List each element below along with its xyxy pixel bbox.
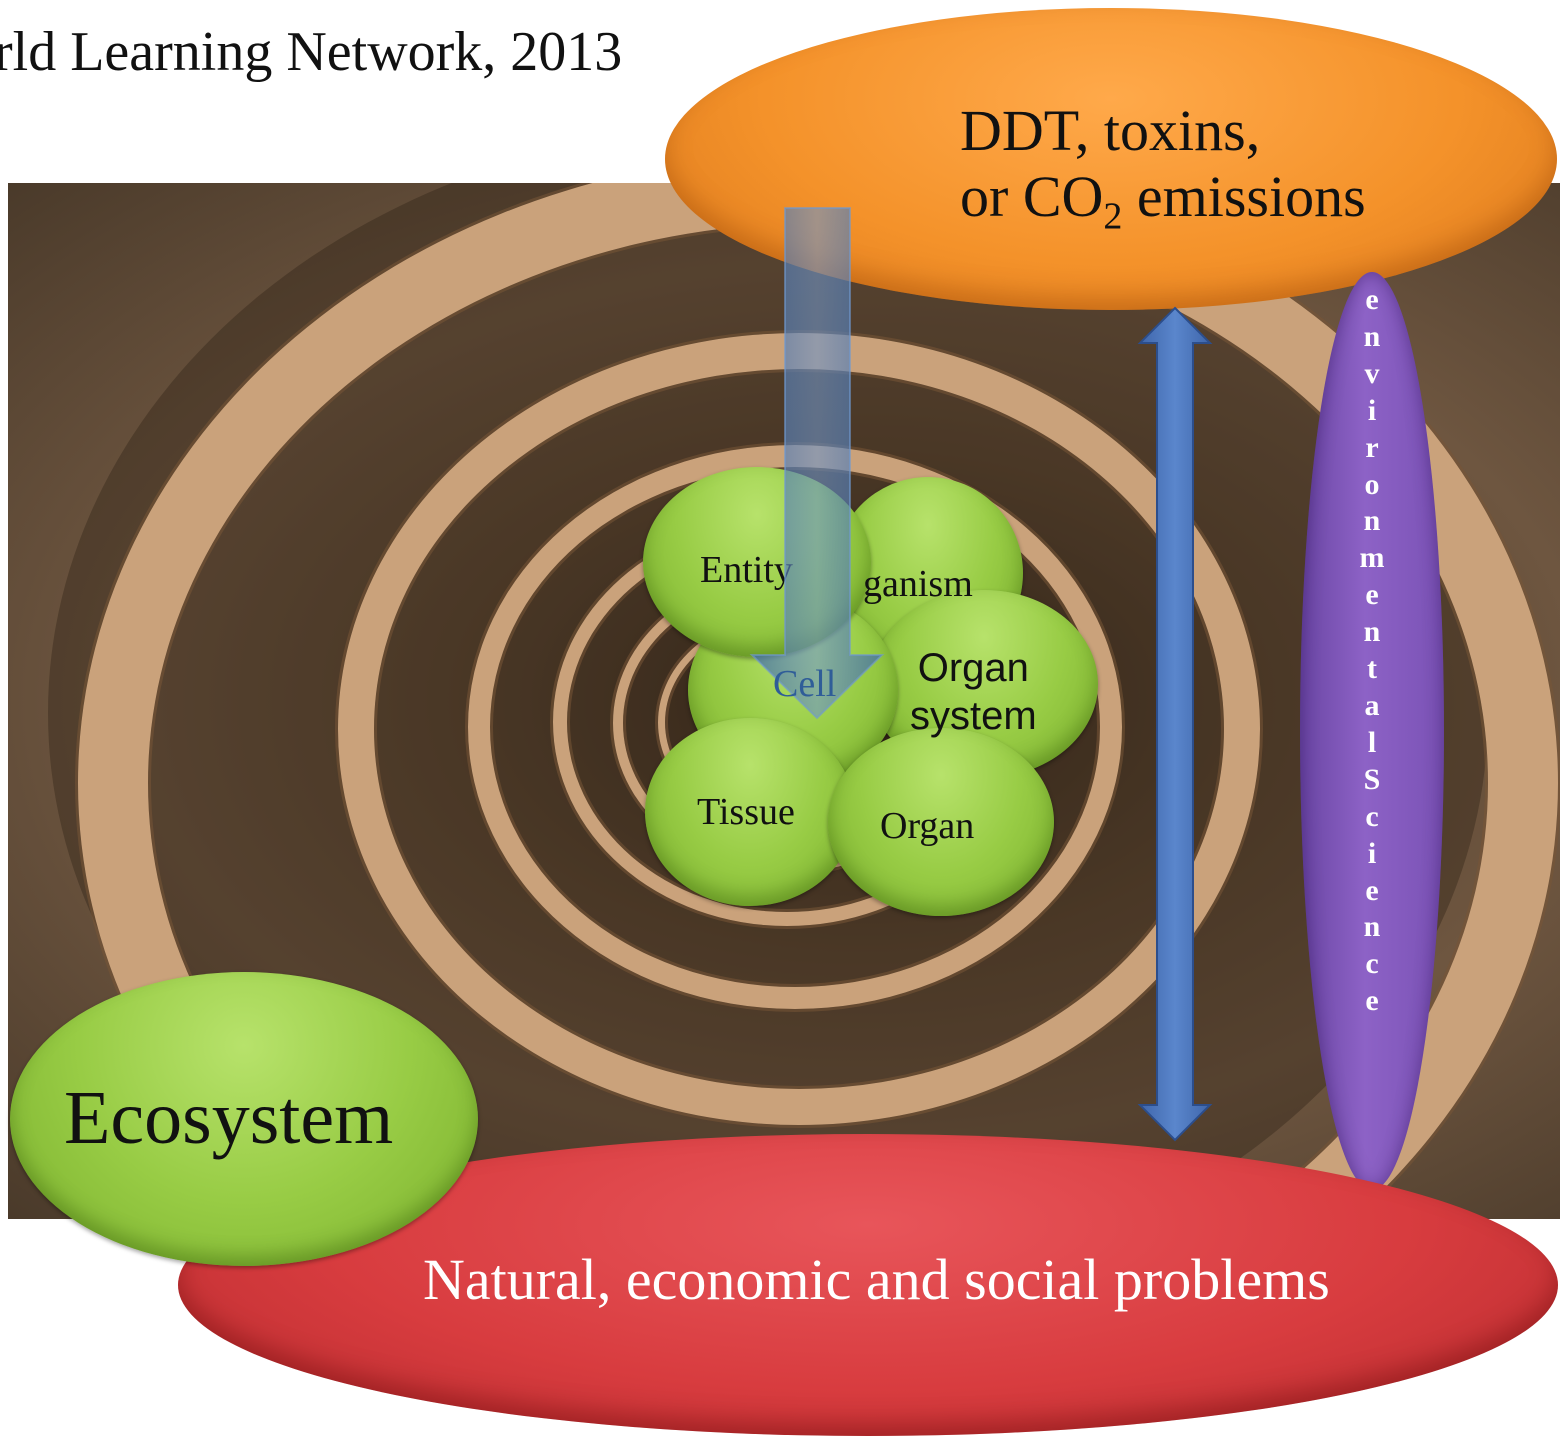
pollutants-text: DDT, toxins, or CO2 emissions: [960, 98, 1366, 250]
environmental-science-letter: e: [1365, 873, 1379, 907]
environmental-science-letter: t: [1367, 652, 1377, 686]
environmental-science-letter: o: [1364, 467, 1380, 501]
environmental-science-letter: e: [1365, 578, 1379, 612]
ecosystem-label: Ecosystem: [64, 1076, 394, 1160]
organ-label: Organ: [880, 805, 975, 847]
pollutants-line-2: or CO2 emissions: [960, 164, 1366, 250]
environmental-science-letter: n: [1363, 319, 1381, 353]
environmental-science-letter: l: [1367, 725, 1377, 759]
emissions-suffix: emissions: [1122, 164, 1366, 229]
environmental-science-letter: r: [1365, 430, 1379, 464]
environmental-science-letter: n: [1363, 910, 1381, 944]
environmental-science-letter: m: [1359, 541, 1385, 575]
organism-label: ganism: [863, 563, 973, 605]
double-arrow-icon: [1137, 306, 1213, 1142]
citation-text: rld Learning Network, 2013: [0, 21, 623, 83]
pollutants-line-1: DDT, toxins,: [960, 98, 1261, 163]
ecosystem-circle: [10, 972, 478, 1266]
environmental-science-letter: e: [1365, 984, 1379, 1018]
tissue-circle: [645, 718, 855, 906]
co2-prefix: or CO: [960, 164, 1104, 229]
environmental-science-letter: c: [1365, 947, 1379, 981]
organ-circle: [828, 728, 1054, 916]
down-arrow-icon: [749, 207, 885, 720]
environmental-science-letter: c: [1365, 799, 1379, 833]
environmental-science-letter: n: [1363, 615, 1381, 649]
environmental-science-letter: e: [1365, 283, 1379, 316]
entity-label: Entity: [700, 549, 793, 591]
environmental-science-letter: S: [1363, 762, 1381, 796]
environmental-science-letter: i: [1367, 393, 1377, 427]
cell-label: Cell: [773, 663, 837, 705]
problems-label: Natural, economic and social problems: [423, 1247, 1330, 1312]
tissue-label: Tissue: [697, 791, 795, 833]
co2-subscript: 2: [1103, 195, 1123, 238]
environmental-science-letter: v: [1364, 356, 1380, 390]
environmental-science-letter: a: [1364, 688, 1380, 722]
environmental-science-letter: i: [1367, 836, 1377, 870]
organ-system-line-1: Organ: [917, 646, 1029, 690]
organ-system-label: Organ system: [910, 644, 1037, 740]
environmental-science-oval: [1300, 272, 1444, 1190]
organ-system-line-2: system: [910, 694, 1037, 738]
environmental-science-letter: n: [1363, 504, 1381, 538]
